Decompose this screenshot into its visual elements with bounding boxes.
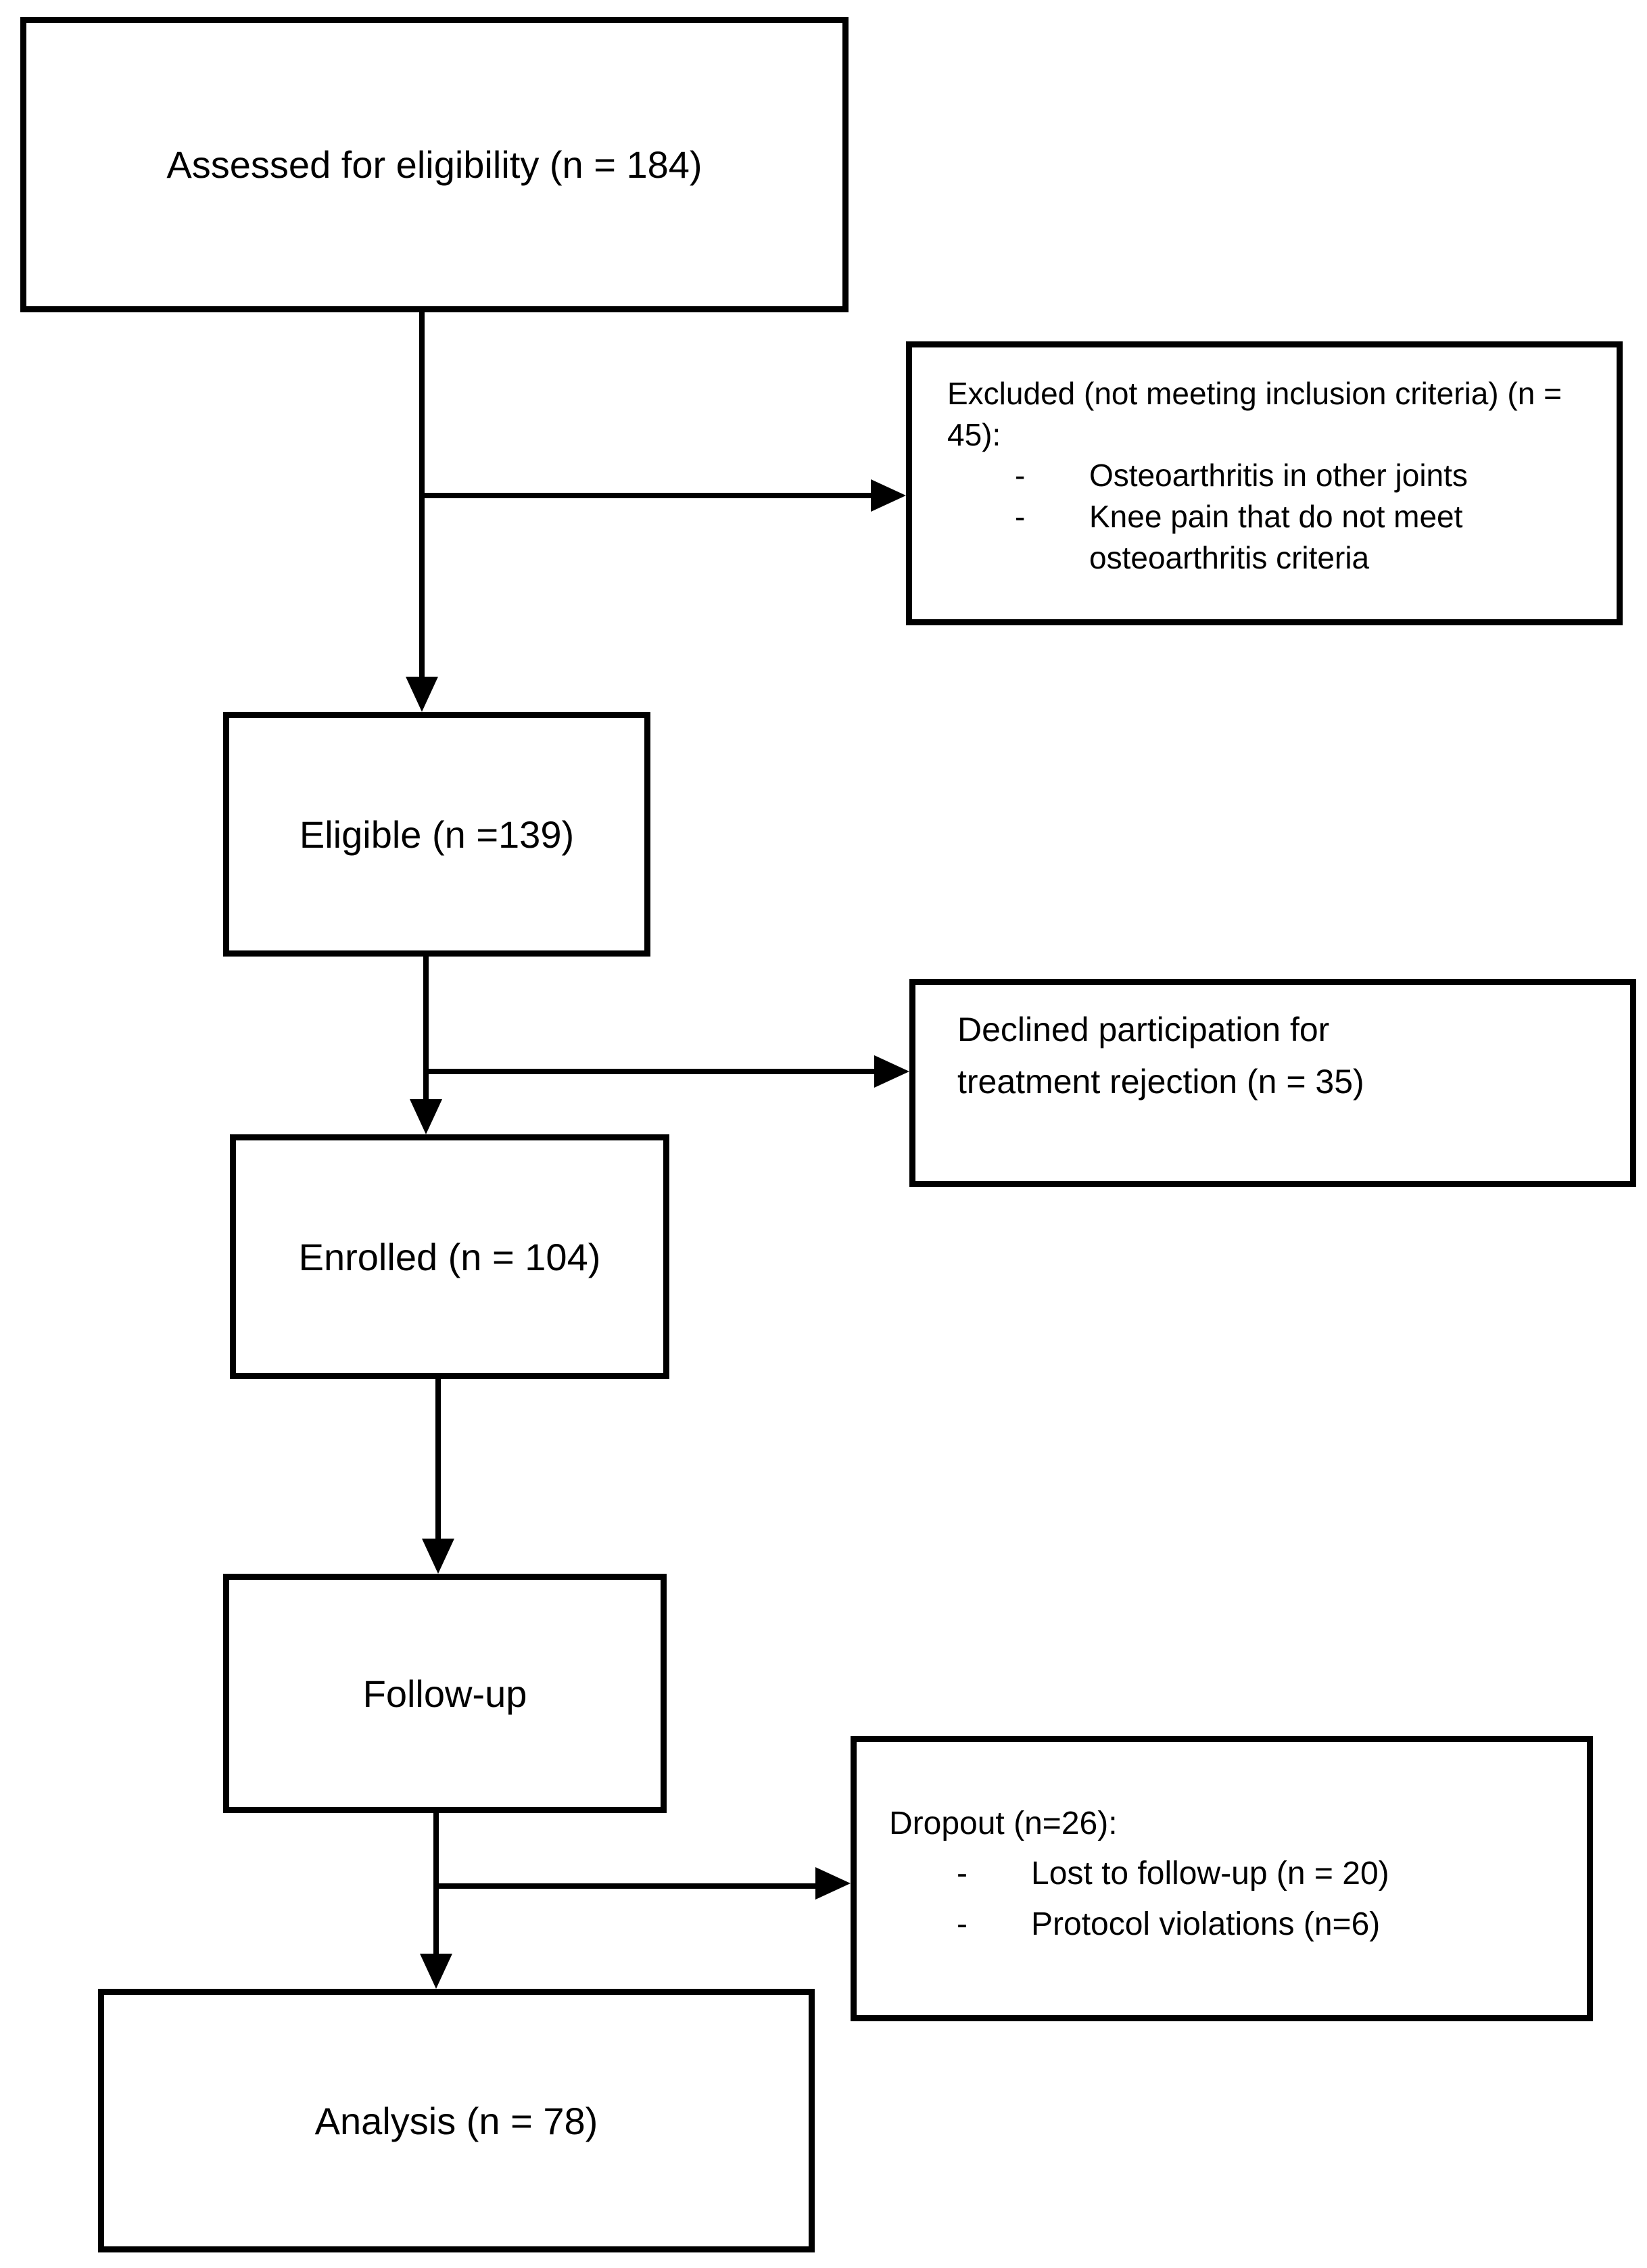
arrowhead-down-eligible-icon	[406, 677, 438, 712]
flow-box-dropout-heading: Dropout (n=26):	[889, 1806, 1118, 1841]
dash-marker: -	[1015, 458, 1026, 493]
flow-box-assessed: Assessed for eligibility (n = 184)	[20, 17, 849, 312]
flow-box-declined-label: Declined participation for treatment rej…	[957, 1011, 1364, 1101]
flow-box-eligible-label: Eligible (n =139)	[299, 813, 575, 856]
flow-box-enrolled: Enrolled (n = 104)	[230, 1134, 669, 1379]
arrowhead-right-excluded-icon	[871, 479, 906, 512]
flow-box-assessed-label: Assessed for eligibility (n = 184)	[166, 143, 702, 186]
flow-box-declined: Declined participation for treatment rej…	[909, 979, 1636, 1187]
connector-eligible-to-declined-line	[423, 1069, 874, 1074]
arrowhead-right-declined-icon	[874, 1055, 909, 1088]
dash-marker: -	[1015, 499, 1026, 535]
dropout-reason-2: Protocol violations (n=6)	[1031, 1906, 1381, 1942]
flow-box-excluded-heading: Excluded (not meeting inclusion criteria…	[947, 376, 1562, 452]
arrowhead-right-dropout-icon	[815, 1867, 851, 1900]
dropout-reason-1: Lost to follow-up (n = 20)	[1031, 1856, 1389, 1892]
flow-box-excluded: Excluded (not meeting inclusion criteria…	[906, 341, 1623, 625]
flow-box-follow-up-label: Follow-up	[362, 1672, 527, 1715]
arrowhead-down-follow-up-icon	[422, 1539, 454, 1574]
dash-marker: -	[957, 1856, 968, 1892]
connector-eligible-to-enrolled-line	[423, 957, 429, 1103]
excluded-reason-2: Knee pain that do not meet osteoarthriti…	[1089, 499, 1463, 575]
flow-box-enrolled-label: Enrolled (n = 104)	[298, 1235, 601, 1278]
arrowhead-down-analysis-icon	[420, 1954, 452, 1989]
list-item: - Knee pain that do not meet osteoarthri…	[947, 496, 1603, 578]
dash-marker: -	[957, 1906, 968, 1942]
list-item: - Lost to follow-up (n = 20)	[889, 1849, 1573, 1899]
connector-follow-up-to-dropout-line	[433, 1883, 815, 1889]
list-item: - Protocol violations (n=6)	[889, 1900, 1573, 1950]
flow-box-analysis: Analysis (n = 78)	[98, 1989, 815, 2252]
flow-box-analysis-label: Analysis (n = 78)	[314, 2099, 598, 2142]
flow-box-eligible: Eligible (n =139)	[223, 712, 650, 957]
arrowhead-down-enrolled-icon	[410, 1099, 442, 1134]
flow-box-follow-up: Follow-up	[223, 1574, 667, 1813]
list-item: - Osteoarthritis in other joints	[947, 455, 1603, 496]
connector-assessed-to-excluded-line	[419, 493, 871, 498]
connector-enrolled-to-follow-up-line	[435, 1379, 441, 1543]
excluded-reason-1: Osteoarthritis in other joints	[1089, 458, 1468, 493]
flow-box-dropout: Dropout (n=26): - Lost to follow-up (n =…	[851, 1736, 1593, 2021]
